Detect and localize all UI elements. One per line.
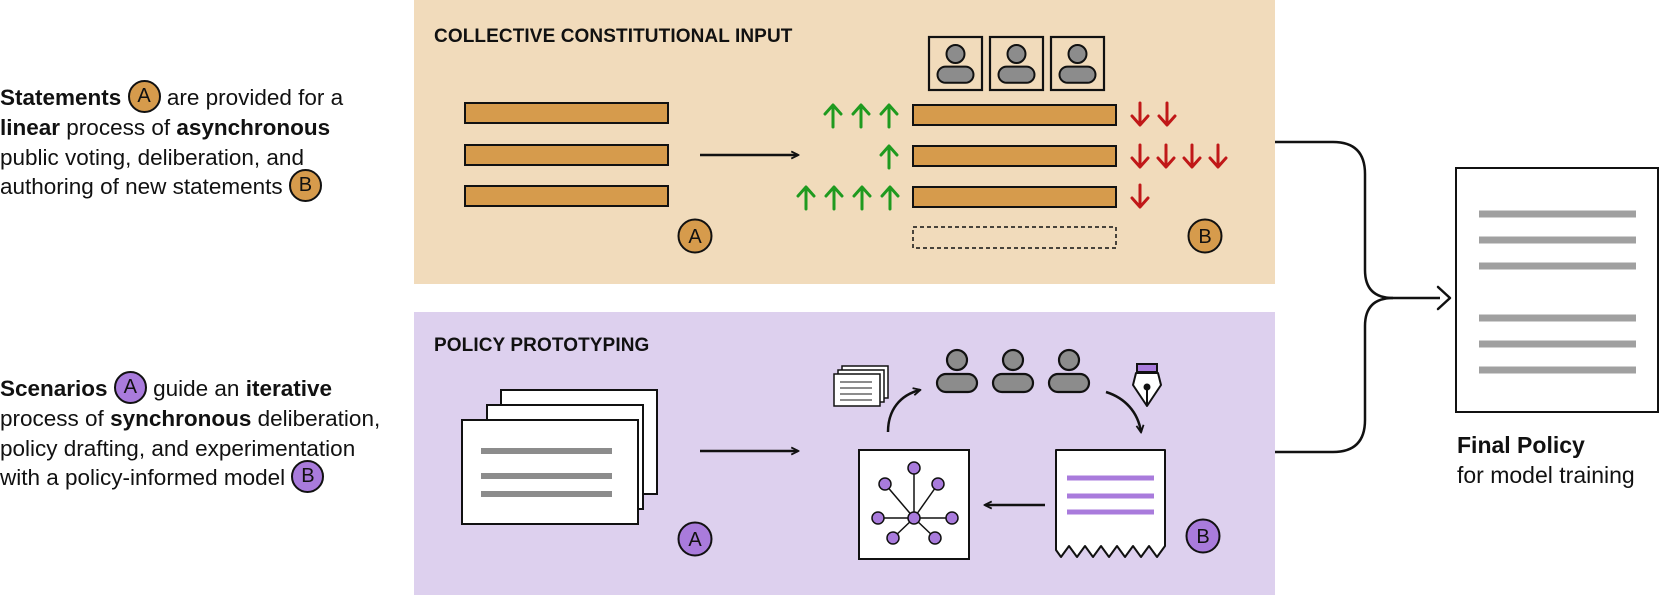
policy-prototyping-description: Scenarios A guide an iterative process o…: [0, 371, 390, 494]
badge-a-icon: A: [677, 218, 713, 254]
panel-title: POLICY PROTOTYPING: [434, 335, 649, 356]
desc-term-synchronous: synchronous: [110, 406, 252, 432]
cycle-arrow: [886, 390, 920, 433]
cycle-arrow: [1105, 390, 1141, 432]
desc-text: public voting, deliberation, and authori…: [0, 144, 304, 200]
badge-a-icon: A: [677, 521, 713, 557]
new-statement-placeholder: [912, 226, 1117, 249]
scenario-cards: [461, 389, 658, 525]
svg-text:A: A: [688, 226, 702, 248]
network-graph-icon: [858, 449, 970, 560]
final-policy-subtitle: for model training: [1457, 461, 1635, 488]
desc-term-statements: Statements: [0, 85, 122, 110]
final-policy-label: Final Policy for model training: [1457, 431, 1657, 490]
desc-text: deliberation, policy drafting, and exper…: [0, 406, 381, 491]
desc-text: process of: [0, 406, 104, 432]
statement-list-a: [464, 102, 669, 207]
collective-input-panel: [414, 0, 1275, 284]
badge-b-icon: B: [288, 169, 322, 203]
svg-text:B: B: [1196, 526, 1209, 548]
desc-text: guide an: [153, 376, 240, 401]
torn-document-icon: [1055, 449, 1166, 558]
desc-term-linear: linear: [0, 115, 61, 141]
svg-text:B: B: [1198, 226, 1211, 248]
desc-text: process of: [66, 115, 171, 141]
final-policy-title: Final Policy: [1457, 432, 1585, 458]
badge-a-icon: A: [127, 80, 161, 114]
desc-term-iterative: iterative: [245, 376, 333, 401]
document-stack-icon: [833, 365, 889, 407]
badge-b-icon: B: [1187, 218, 1223, 254]
svg-text:A: A: [688, 529, 702, 551]
fountain-pen-icon: [1132, 363, 1162, 407]
desc-term-asynchronous: asynchronous: [176, 115, 331, 141]
desc-term-scenarios: Scenarios: [0, 376, 108, 401]
panel-title: COLLECTIVE CONSTITUTIONAL INPUT: [434, 26, 793, 47]
voter-group: [927, 35, 1106, 92]
collective-input-description: Statements A are provided for a linear p…: [0, 80, 390, 203]
desc-text: are provided for a: [166, 85, 344, 110]
badge-b-icon: B: [291, 460, 325, 494]
merge-bracket: [1275, 140, 1452, 454]
final-policy-document: [1455, 167, 1659, 413]
statement-list-b: [912, 104, 1117, 249]
badge-b-icon: B: [1185, 518, 1221, 554]
badge-a-icon: A: [113, 371, 147, 405]
